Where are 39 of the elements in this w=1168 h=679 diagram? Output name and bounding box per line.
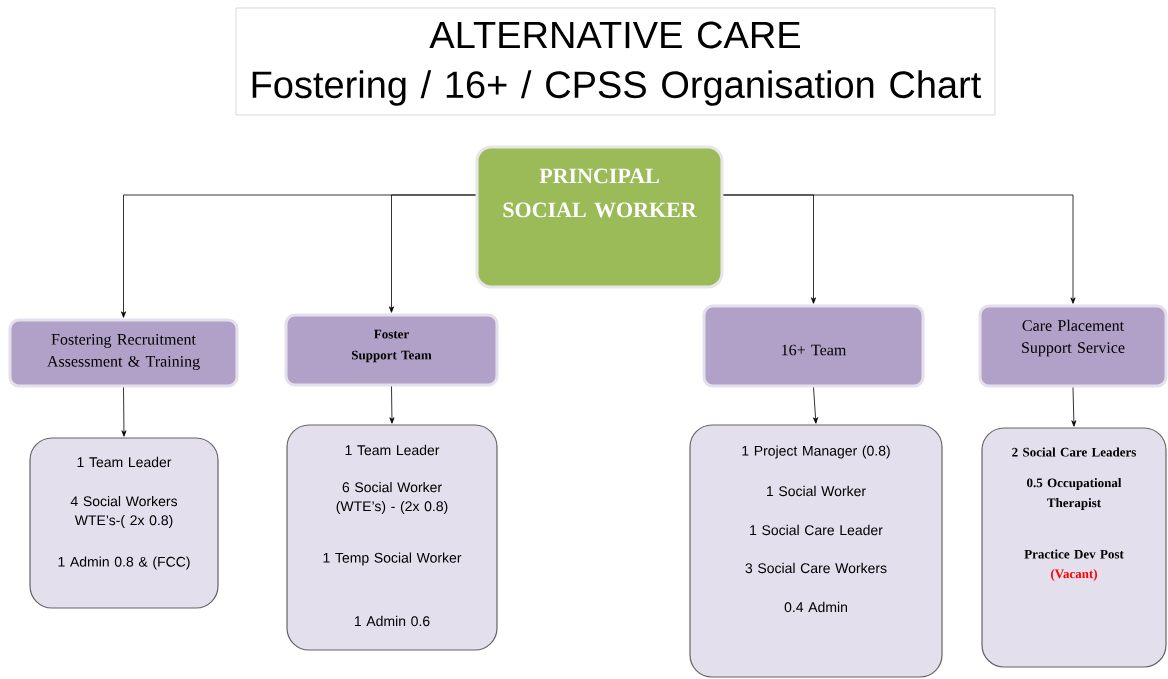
staff-entry: 1 Team Leader	[77, 456, 172, 468]
staff-entry: 4 Social Workers WTE’s-( 2x 0.8)	[70, 495, 178, 528]
box-label: PRINCIPAL SOCIAL WORKER	[503, 168, 697, 218]
staff-box	[689, 424, 943, 678]
box-label: Care Placement Support Service	[1022, 319, 1125, 357]
connector-arrow	[389, 194, 476, 313]
staff-entry: 1 Social Worker	[767, 485, 866, 497]
box-label: 16+ Team	[782, 344, 847, 356]
staff-entry: 1 Admin 0.6	[354, 615, 430, 627]
team-box	[8, 318, 239, 388]
staff-entry: 0.4 Admin	[784, 601, 847, 613]
team-box	[702, 304, 925, 388]
box-label: Foster Support Team	[352, 329, 432, 363]
connector-arrow	[121, 387, 127, 437]
staff-entry: Practice Dev Post	[1024, 549, 1124, 559]
connector-arrow	[1071, 387, 1077, 427]
staff-entry: 0.5 Occupational Therapist	[1027, 478, 1122, 510]
connector-arrow	[723, 194, 1076, 304]
staff-entry: 1 Team Leader	[345, 444, 440, 456]
connector-arrow	[813, 387, 819, 424]
staff-entry: 2 Social Care Leaders	[1012, 447, 1136, 457]
team-box	[284, 313, 499, 387]
title-text: ALTERNATIVE CARE	[429, 21, 800, 49]
team-box	[978, 304, 1168, 388]
staff-box	[286, 424, 498, 651]
staff-box	[981, 427, 1167, 668]
box-label: Fostering Recruitment Assessment & Training	[47, 334, 200, 370]
principal-box	[475, 145, 724, 289]
staff-entry: 3 Social Care Workers	[745, 562, 887, 574]
staff-entry: 6 Social Worker (WTE’s) - (2x 0.8)	[336, 481, 448, 514]
title-box	[235, 7, 996, 116]
staff-entry: 1 Temp Social Worker	[323, 552, 462, 566]
staff-entry: 1 Project Manager (0.8)	[742, 445, 890, 459]
staff-entry: 1 Social Care Leader	[750, 524, 883, 536]
title-text: Fostering / 16+ / CPSS Organisation Chart	[252, 70, 981, 106]
staff-entry: (Vacant)	[1051, 569, 1098, 581]
staff-box	[29, 437, 219, 609]
staff-entry: 1 Admin 0.8 & (FCC)	[58, 556, 190, 570]
connector-arrow	[389, 386, 395, 424]
